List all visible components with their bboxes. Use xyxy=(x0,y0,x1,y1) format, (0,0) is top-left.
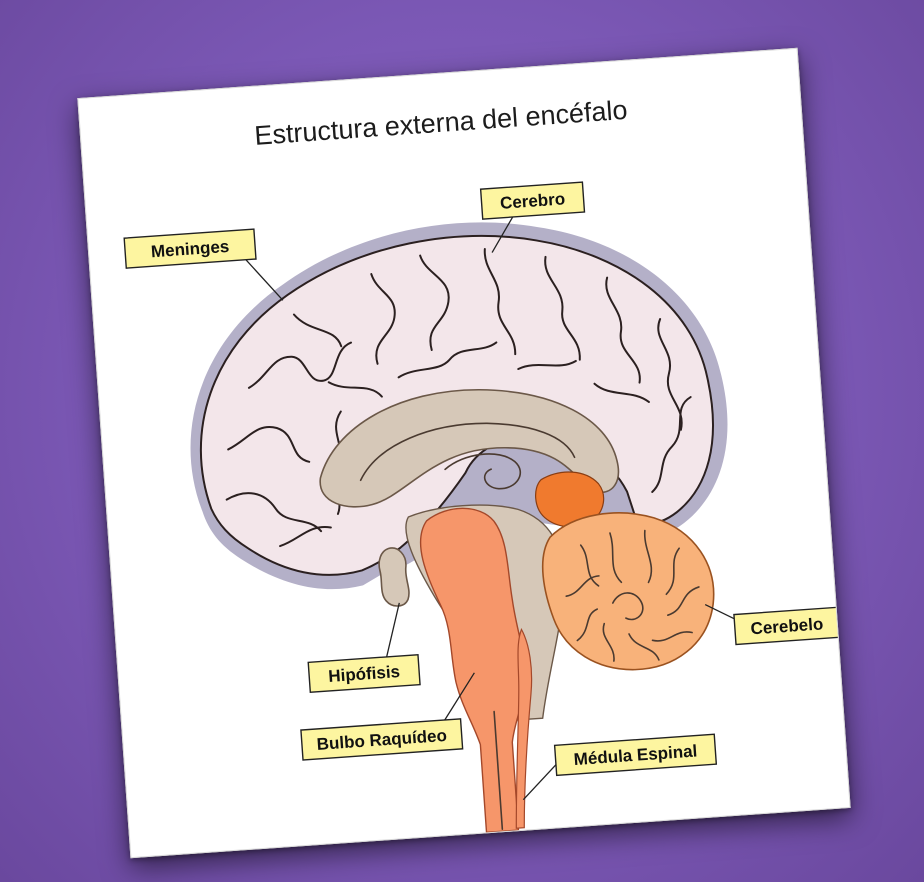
label-hipofisis: Hipófisis xyxy=(308,655,420,693)
diagram-title: Estructura externa del encéfalo xyxy=(253,95,628,151)
diagram-card: Estructura externa del encéfalo xyxy=(77,48,850,859)
leader-hipofisis xyxy=(382,603,403,659)
label-medula: Médula Espinal xyxy=(555,734,717,775)
label-meninges: Meninges xyxy=(124,229,256,268)
label-cerebelo: Cerebelo xyxy=(734,607,840,644)
brain-diagram: Estructura externa del encéfalo xyxy=(78,49,849,857)
label-bulbo: Bulbo Raquídeo xyxy=(301,719,463,760)
label-cerebro: Cerebro xyxy=(481,182,585,219)
